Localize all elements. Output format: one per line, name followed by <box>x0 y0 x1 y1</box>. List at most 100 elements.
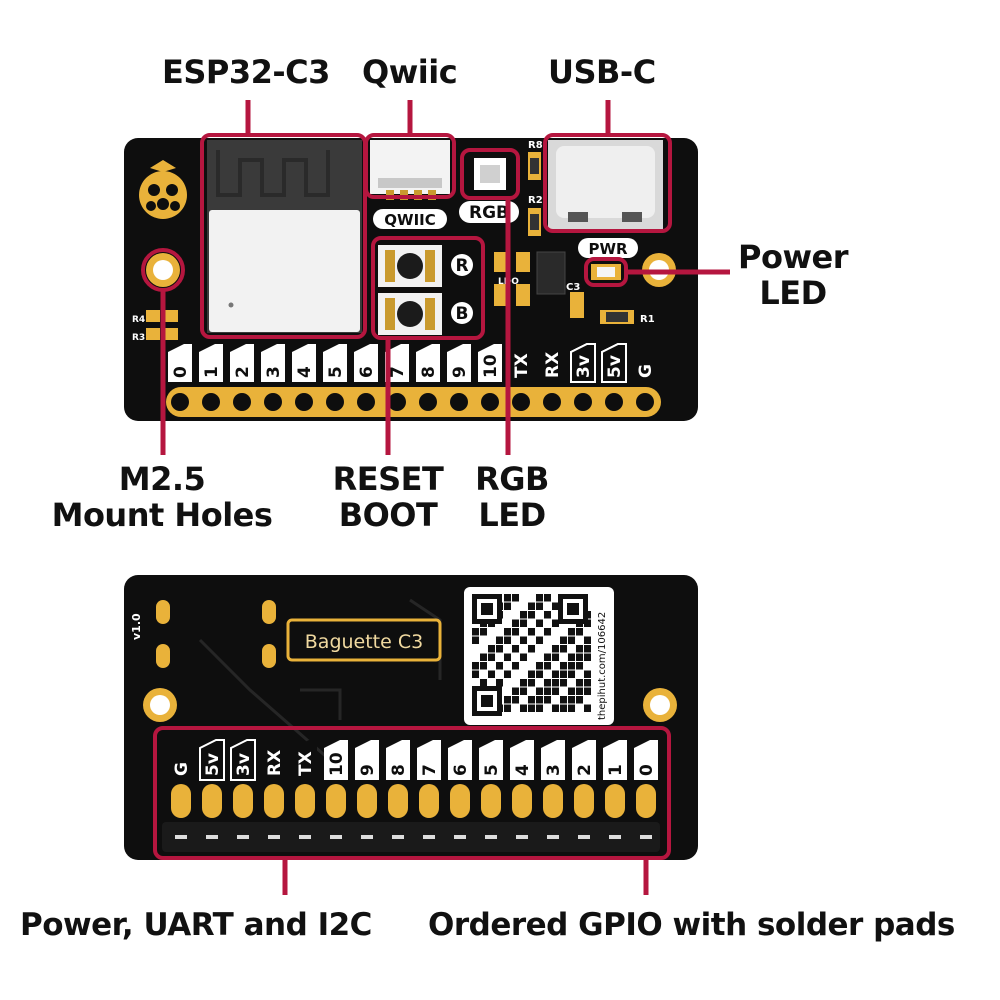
bottom-pin-stub <box>330 835 342 839</box>
bottom-solder-pad <box>450 784 470 818</box>
res-label-r2: R2 <box>528 195 543 206</box>
top-pin-label: 7 <box>388 366 408 378</box>
bottom-pin-flag <box>230 739 256 781</box>
b-button-label: B <box>456 304 469 324</box>
top-pin-hole <box>357 393 375 411</box>
callout-mount-holes: M2.5 Mount Holes <box>42 461 282 534</box>
top-pin-flag <box>292 344 316 382</box>
bottom-pin-flag <box>510 740 534 780</box>
bottom-pin-label: 5 <box>482 764 502 776</box>
qr-code <box>464 587 614 725</box>
bottom-pin-label: G <box>172 762 192 776</box>
bottom-solder-pad <box>295 784 315 818</box>
top-pin-hole <box>450 393 468 411</box>
top-pin-hole <box>481 393 499 411</box>
top-pin-hole <box>326 393 344 411</box>
bottom-pin-label: RX <box>265 750 285 776</box>
bottom-solder-pad <box>543 784 563 818</box>
callout-reset-line2: BOOT <box>338 495 438 534</box>
bottom-solder-pad <box>388 784 408 818</box>
res-label-r8: R8 <box>528 140 543 151</box>
r-button-label: R <box>455 256 468 276</box>
top-pin-flag <box>323 344 347 382</box>
top-pin-label: 3 <box>264 366 284 378</box>
bottom-pin-stub <box>578 835 590 839</box>
bottom-solder-pad <box>574 784 594 818</box>
bottom-pin-stub <box>175 835 187 839</box>
bottom-solder-pad <box>171 784 191 818</box>
top-pin-flag <box>354 344 378 382</box>
top-pin-flag <box>447 344 471 382</box>
bottom-pin-stub <box>268 835 280 839</box>
callout-mount-line2: Mount Holes <box>51 495 273 534</box>
top-pin-label: RX <box>543 352 563 378</box>
top-highlight-frames <box>141 133 672 340</box>
top-leader-lines <box>160 100 730 455</box>
rgb-silk-label: RGB <box>469 203 509 223</box>
res-label-c3: C3 <box>566 282 580 293</box>
top-pin-flag <box>385 344 409 382</box>
bottom-pin-flag <box>634 740 658 780</box>
bottom-pin-stub <box>454 835 466 839</box>
pwr-silk-label: PWR <box>588 240 628 258</box>
bottom-pin-flag <box>355 740 379 780</box>
top-pin-hole <box>636 393 654 411</box>
top-pin-flag <box>416 344 440 382</box>
bottom-pin-label: 3v <box>234 753 254 776</box>
qwiic-silk-label: QWIIC <box>384 211 435 229</box>
top-pin-hole <box>171 393 189 411</box>
bottom-pin-stub <box>237 835 249 839</box>
top-pin-header <box>166 387 661 417</box>
boot-button <box>378 293 442 335</box>
rgb-led <box>459 158 519 223</box>
bottom-solder-pad <box>481 784 501 818</box>
bottom-pin-label: 7 <box>420 764 440 776</box>
bottom-pin-stub <box>206 835 218 839</box>
title-badge <box>286 618 442 662</box>
bottom-pin-flag <box>169 740 193 780</box>
bottom-pin-label: 0 <box>637 764 657 776</box>
bottom-pin-flag <box>199 739 225 781</box>
top-pin-hole <box>202 393 220 411</box>
bottom-pin-label: 10 <box>327 752 347 776</box>
callout-power-uart-i2c: Power, UART and I2C <box>20 907 372 943</box>
bottom-solder-pad <box>233 784 253 818</box>
callout-usbc: USB-C <box>548 53 656 91</box>
bottom-pin-flag <box>324 740 348 780</box>
top-pin-hole <box>543 393 561 411</box>
bottom-pin-stub <box>299 835 311 839</box>
bottom-pin-flag <box>572 740 596 780</box>
top-pin-hole <box>605 393 623 411</box>
bottom-pin-stub <box>547 835 559 839</box>
bottom-pin-stub <box>423 835 435 839</box>
callout-power-led-line2: LED <box>759 273 827 312</box>
bottom-pin-label: 5v <box>203 753 223 776</box>
res-label-r4: R4 <box>132 315 145 325</box>
top-pin-hole <box>388 393 406 411</box>
callout-esp32: ESP32-C3 <box>162 53 330 91</box>
bottom-solder-pad <box>605 784 625 818</box>
bottom-solder-pad <box>636 784 656 818</box>
bottom-pin-label: 6 <box>451 764 471 776</box>
top-pin-label: 9 <box>450 366 470 378</box>
top-pin-flag <box>478 344 502 382</box>
top-pin-label: 1 <box>202 366 222 378</box>
bottom-pin-stub <box>392 835 404 839</box>
callout-qwiic: Qwiic <box>362 53 458 91</box>
top-pin-label: 8 <box>419 366 439 378</box>
qr-url: thepihut.com/106642 <box>597 612 608 720</box>
bottom-solder-pad <box>357 784 377 818</box>
bottom-pin-flag <box>262 740 286 780</box>
top-pin-label: 4 <box>295 366 315 378</box>
bottom-solder-pad <box>419 784 439 818</box>
top-pin-flag <box>168 344 192 382</box>
top-pin-hole <box>295 393 313 411</box>
bottom-pin-stub <box>516 835 528 839</box>
bottom-pin-flag <box>448 740 472 780</box>
bottom-pin-flag <box>541 740 565 780</box>
bottom-solder-pad <box>326 784 346 818</box>
top-pin-hole <box>264 393 282 411</box>
